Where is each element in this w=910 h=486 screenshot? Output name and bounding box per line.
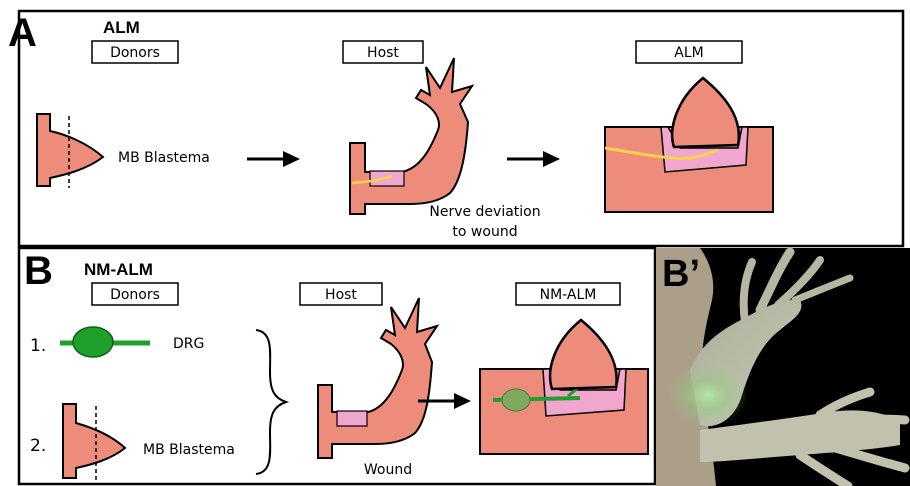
panel-a-donors-label: Donors bbox=[110, 45, 160, 61]
panel-a-letter: A bbox=[8, 11, 37, 55]
panel-b-donors-label: Donors bbox=[110, 287, 160, 303]
panel-b-item-1: 1. bbox=[30, 336, 46, 356]
panel-a-alm-label: ALM bbox=[674, 45, 703, 61]
panel-b-drg-label: DRG bbox=[173, 336, 204, 352]
panel-b-letter: B bbox=[24, 249, 53, 293]
panel-b-title: NM-ALM bbox=[84, 260, 153, 279]
panel-b-wound-label: Wound bbox=[364, 462, 412, 478]
panel-b-nmalm-label: NM-ALM bbox=[540, 287, 597, 303]
panel-b-nmalm-drg bbox=[502, 389, 530, 411]
panel-a-title: ALM bbox=[103, 18, 140, 37]
panel-b-host-wound bbox=[337, 411, 367, 426]
panel-b-nmalm-box: NM-ALM bbox=[516, 283, 620, 305]
panel-a-nerve-label-1: Nerve deviation bbox=[429, 204, 540, 220]
panel-b-donors-box: Donors bbox=[92, 283, 178, 305]
panel-a-donors-box: Donors bbox=[92, 41, 178, 63]
panel-b-mb-blastema-label: MB Blastema bbox=[143, 442, 235, 458]
panel-a-host-label: Host bbox=[367, 45, 399, 61]
panel-a-nerve-label-2: to wound bbox=[452, 224, 517, 240]
panel-a-host-box: Host bbox=[343, 41, 423, 63]
panel-a-mb-blastema-label: MB Blastema bbox=[118, 150, 210, 166]
panel-b-prime-letter: B’ bbox=[662, 253, 700, 295]
panel-b-host-box: Host bbox=[300, 283, 382, 305]
panel-b-host-label: Host bbox=[325, 287, 357, 303]
panel-a-alm-box: ALM bbox=[636, 41, 742, 63]
panel-b-prime-fluorescence bbox=[668, 365, 748, 425]
panel-b-item-2: 2. bbox=[30, 436, 46, 456]
